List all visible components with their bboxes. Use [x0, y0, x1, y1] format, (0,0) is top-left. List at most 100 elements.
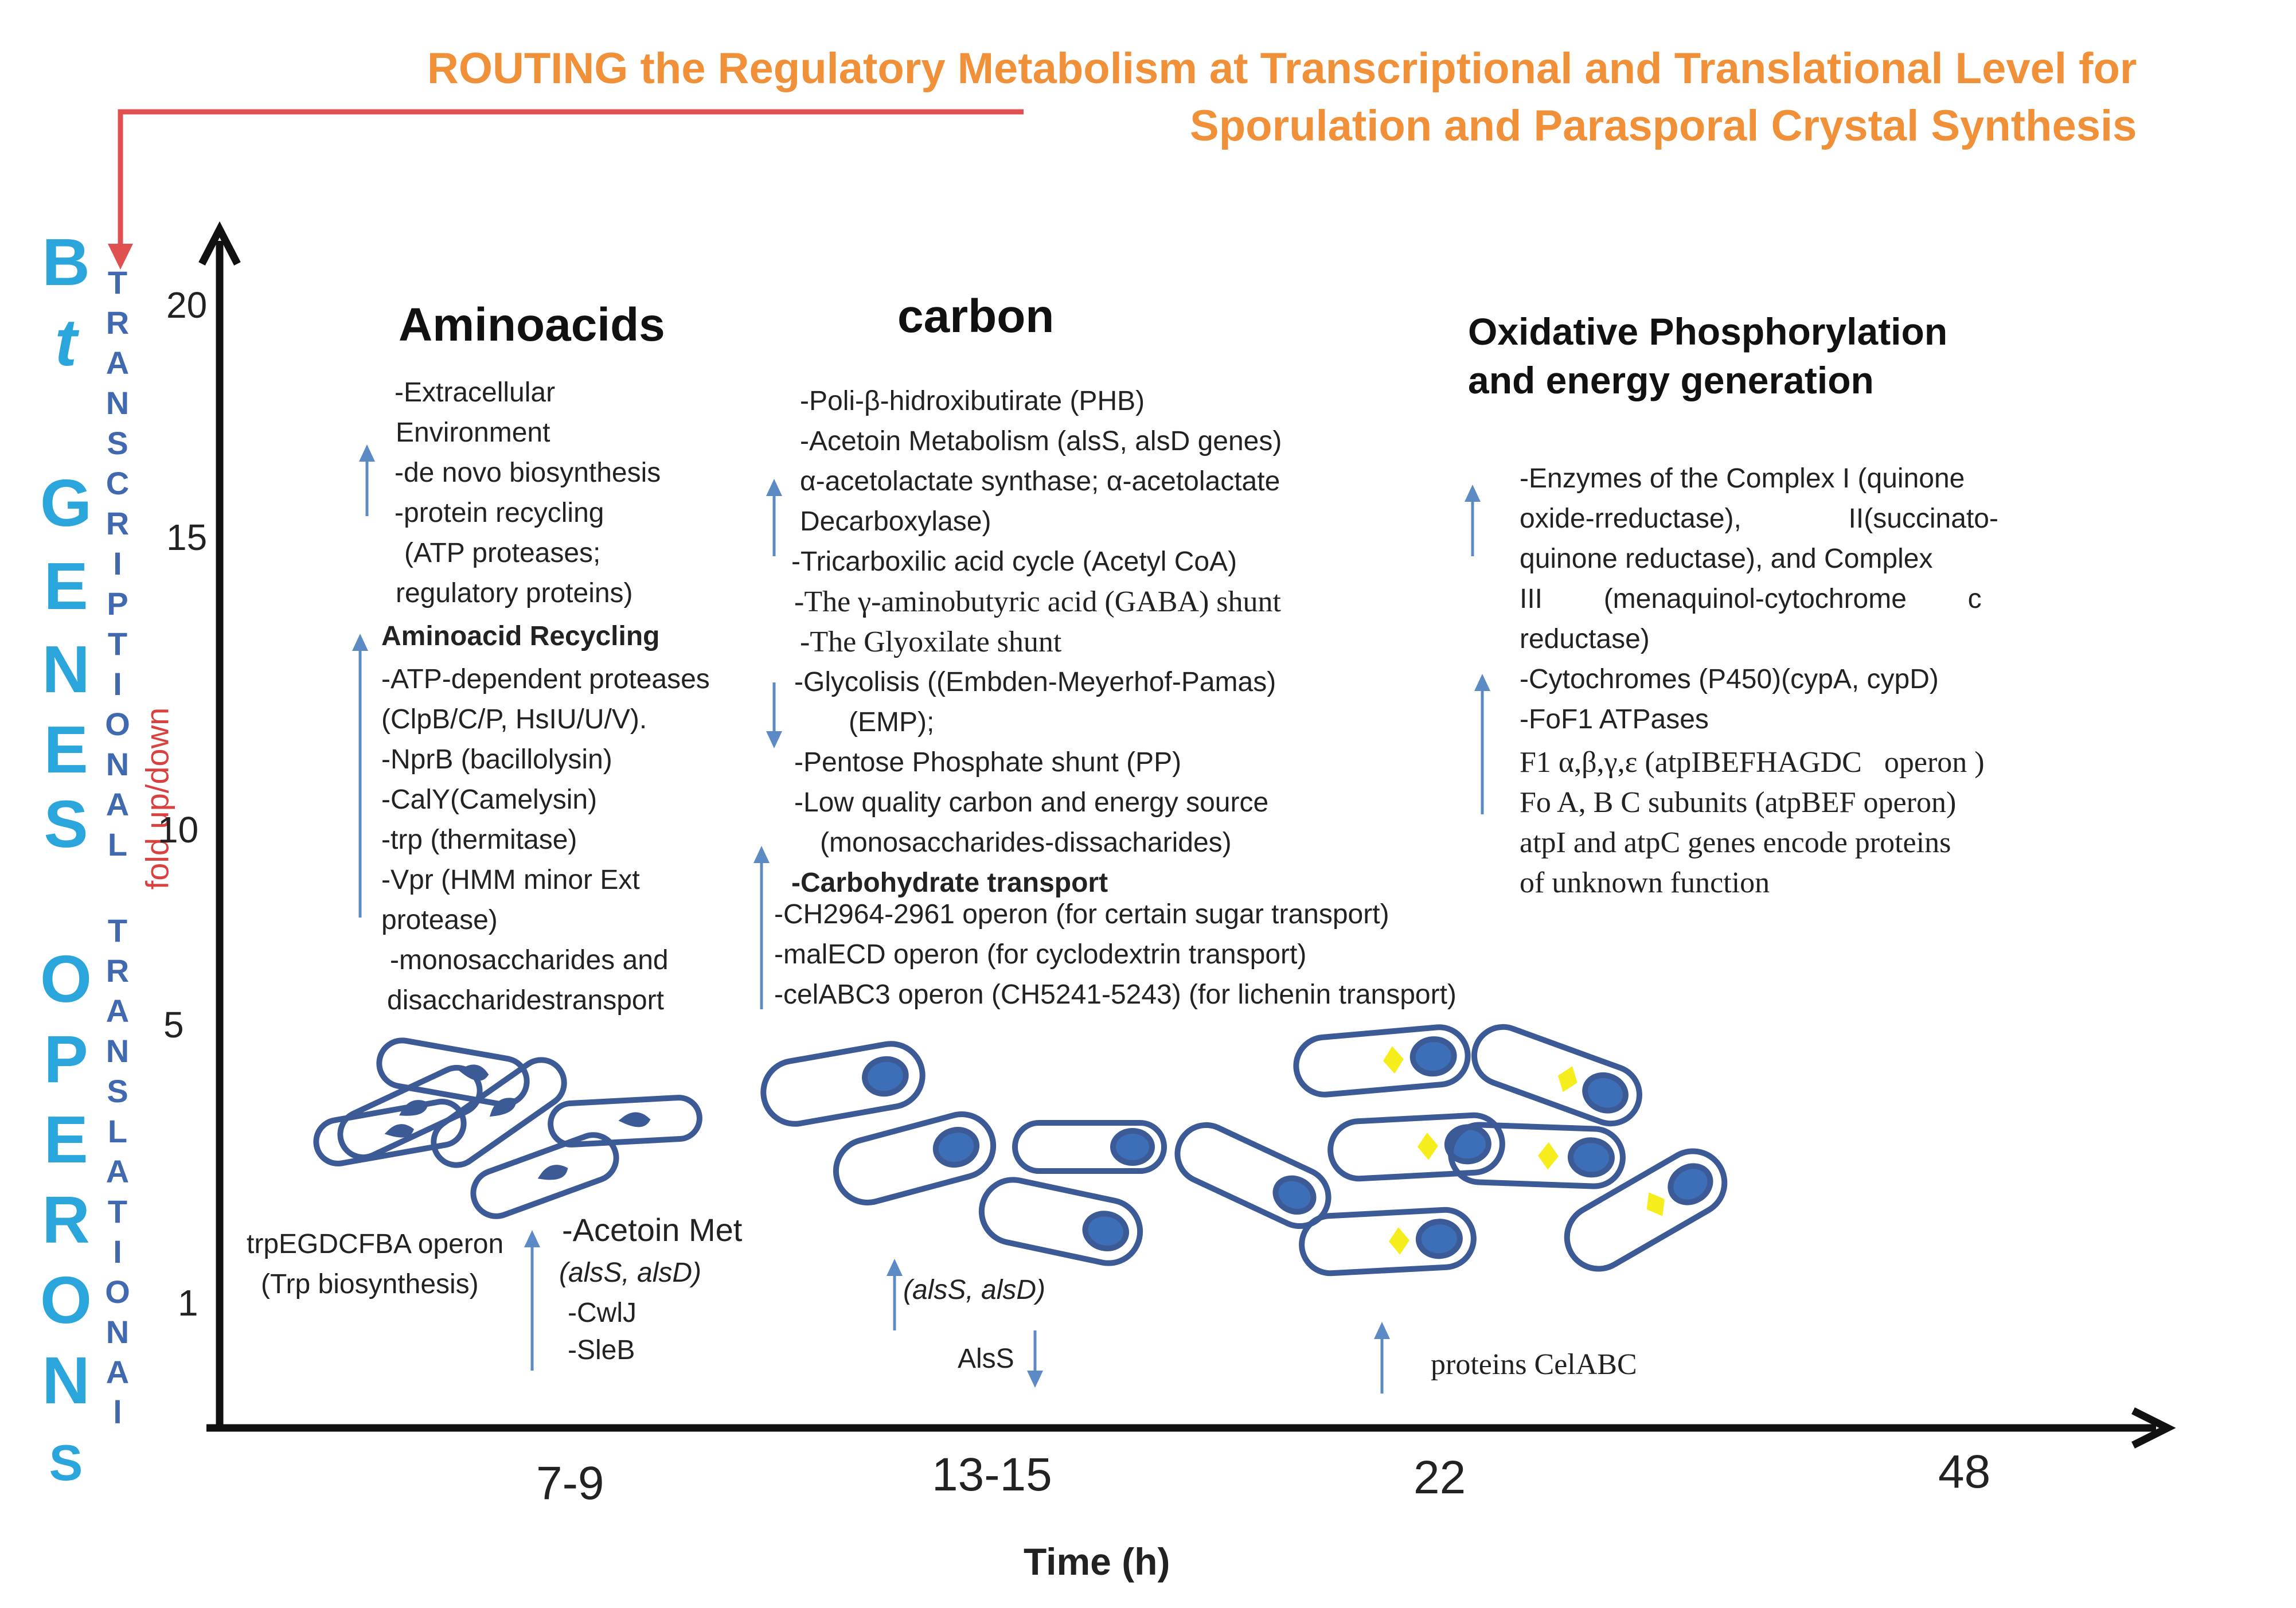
acetoin-met-label: -Acetoin Met — [562, 1212, 743, 1248]
x-tick: 22 — [1413, 1451, 1466, 1504]
small-letter: A — [106, 1354, 130, 1390]
y-tick: 20 — [166, 284, 208, 326]
oxidative-line: Fo A, B C subunits (atpBEF operon) — [1520, 786, 1957, 819]
cells-13-15 — [760, 1041, 1331, 1266]
arrow-up-oxidative-2 — [1474, 674, 1490, 814]
small-letter: A — [106, 786, 130, 822]
title-line-1: ROUTING the Regulatory Metabolism at Tra… — [427, 44, 2137, 93]
small-letter: N — [106, 1033, 130, 1069]
small-letter: A — [106, 1153, 130, 1189]
small-letter: I — [113, 545, 122, 581]
trp-operon-label: trpEGDCFBA operon — [247, 1229, 504, 1259]
y-tick: 1 — [178, 1282, 198, 1324]
aminoacids-line: protease) — [381, 905, 498, 935]
oxidative-line: -Cytochromes (P450)(cypA, cypD) — [1520, 664, 1939, 694]
carbon-line: -The γ-aminobutyric acid (GABA) shunt — [794, 586, 1281, 618]
alss-alsd-label: (alsS, alsD) — [559, 1258, 702, 1288]
arrow-up-aminoacids-1 — [359, 444, 375, 516]
aminoacids-line: -CalY(Camelysin) — [381, 785, 598, 815]
small-letter: I — [113, 1234, 122, 1270]
oxidative-line: -FoF1 ATPases — [1520, 704, 1709, 735]
oxidative-line: reductase) — [1520, 624, 1650, 654]
oxidative-line: -Enzymes of the Complex I (quinone — [1520, 463, 1965, 494]
carbon-line: -malECD operon (for cyclodextrin transpo… — [774, 939, 1307, 970]
cells-22 — [1293, 1024, 1728, 1277]
cell — [431, 1057, 567, 1168]
carbon-line: (monosaccharides-dissacharides) — [820, 828, 1232, 858]
vertical-letter: P — [44, 1022, 88, 1096]
vertical-letter: E — [44, 1102, 88, 1177]
oxidative-line: atpI and atpC genes encode proteins — [1520, 826, 1951, 859]
y-axis-arrowhead — [198, 221, 241, 266]
arrow-up-celabc — [1374, 1322, 1390, 1394]
x-axis-label: Time (h) — [1024, 1540, 1170, 1583]
cell — [1448, 1122, 1626, 1189]
cells-7-9 — [313, 1037, 702, 1219]
aminoacids-line: regulatory proteins) — [396, 578, 633, 608]
small-letter: S — [107, 425, 128, 461]
arrow-down-carbon — [766, 682, 782, 748]
aminoacids-line: -ATP-dependent proteases — [381, 664, 710, 694]
small-letter: S — [107, 1073, 128, 1109]
vertical-letter: S — [44, 787, 88, 861]
oxidative-line: of unknown function — [1520, 867, 1770, 899]
small-letter: R — [106, 305, 130, 341]
aminoacids-line: -trp (thermitase) — [381, 825, 577, 855]
carbon-line: -celABC3 operon (CH5241-5243) (for liche… — [774, 979, 1457, 1010]
carbon-line: -The Glyoxilate shunt — [800, 626, 1062, 658]
carbon-line: Decarboxylase) — [800, 506, 991, 537]
small-letter: R — [106, 953, 130, 989]
y-tick: 5 — [163, 1004, 184, 1045]
carbon-heading: carbon — [897, 290, 1055, 342]
y-tick: 15 — [166, 517, 208, 558]
arrow-up-carbon-2 — [753, 846, 770, 1009]
small-letter: I — [113, 666, 122, 702]
carbon-line: -Tricarboxilic acid cycle (Acetyl CoA) — [791, 547, 1237, 577]
oxidative-heading-2: and energy generation — [1468, 359, 1874, 401]
aminoacids-line: -protein recycling — [395, 498, 604, 528]
arrow-up-alss — [887, 1259, 903, 1330]
cell — [470, 1132, 619, 1219]
carbon-line: -Glycolisis ((Embden-Meyerhof-Pamas) — [794, 667, 1276, 697]
aminoacids-line: disaccharidestransport — [387, 985, 664, 1016]
carbon-line: -Low quality carbon and energy source — [794, 787, 1269, 818]
oxidative-line: III (menaquinol-cytochrome c — [1520, 584, 1982, 614]
oxidative-line: oxide-rreductase), II(succinato- — [1520, 504, 1998, 534]
carbon-line: -Pentose Phosphate shunt (PP) — [794, 747, 1182, 778]
vertical-letter: E — [44, 549, 88, 623]
small-letter: T — [107, 1193, 128, 1230]
aminoacids-heading: Aminoacids — [399, 299, 665, 351]
small-letter: R — [106, 505, 130, 541]
vertical-letter: O — [40, 1263, 92, 1337]
small-letter: T — [107, 912, 128, 949]
vertical-letter: O — [40, 942, 92, 1016]
oxidative-line: quinone reductase), and Complex — [1520, 544, 1933, 574]
carbon-line: -Poli-β-hidroxibutirate (PHB) — [800, 386, 1145, 416]
vertical-letter: R — [42, 1182, 90, 1257]
arrow-up-acetoin — [524, 1230, 540, 1371]
cwlj-label: -CwlJ — [568, 1298, 637, 1328]
alss-alsd-label-2: (alsS, alsD) — [903, 1275, 1046, 1305]
small-letter: T — [107, 626, 128, 662]
arrow-up-aminoacids-2 — [352, 634, 368, 918]
fold-up-down-label: fold up/down — [139, 707, 175, 890]
vertical-letter: S — [49, 1434, 83, 1491]
vertical-letter: G — [40, 466, 92, 540]
small-letter: N — [106, 746, 130, 782]
aminoacids-line: Environment — [396, 417, 550, 448]
x-tick: 13-15 — [932, 1449, 1052, 1501]
vertical-letter: N — [42, 632, 90, 707]
carbon-line: -Acetoin Metabolism (alsS, alsD genes) — [800, 426, 1282, 456]
cell — [833, 1111, 997, 1205]
oxidative-line: F1 α,β,γ,ε (atpIBEFHAGDC operon ) — [1520, 746, 1985, 779]
carbon-line: (EMP); — [849, 707, 935, 737]
small-letter: l — [113, 1394, 122, 1430]
small-letter: P — [107, 586, 128, 622]
oxidative-heading-1: Oxidative Phosphorylation — [1468, 310, 1948, 353]
cell — [548, 1095, 702, 1148]
small-letter: N — [106, 1314, 130, 1350]
cell — [1471, 1024, 1642, 1127]
aminoacids-line: (ATP proteases; — [404, 538, 601, 568]
regulation-arrows — [352, 444, 1490, 1394]
